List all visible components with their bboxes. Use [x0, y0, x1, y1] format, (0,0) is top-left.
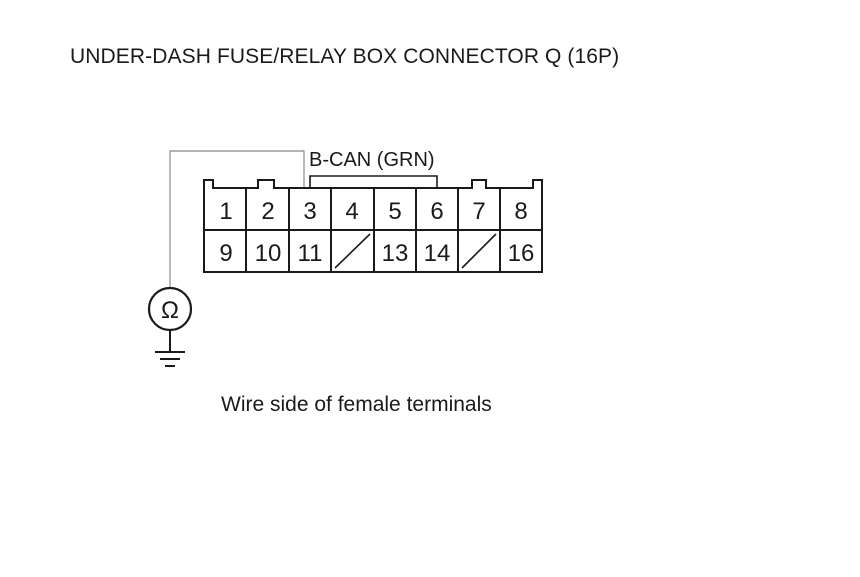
- terminal-8: 8: [514, 198, 527, 225]
- terminal-7: 7: [472, 198, 485, 225]
- empty-cavity-15: [461, 233, 497, 269]
- terminal-2: 2: [261, 198, 274, 225]
- ohm-symbol: Ω: [161, 297, 179, 324]
- empty-cavity-12: [334, 233, 371, 269]
- terminal-6: 6: [430, 198, 443, 225]
- terminal-9: 9: [219, 240, 232, 267]
- wire-bracket: [309, 175, 438, 188]
- terminal-3: 3: [303, 198, 316, 225]
- terminal-5: 5: [388, 198, 401, 225]
- terminal-4: 4: [345, 198, 358, 225]
- cavity-dividers: [245, 188, 501, 272]
- terminal-14: 14: [424, 240, 451, 267]
- probe-lead: [169, 150, 305, 288]
- ohmmeter-icon: Ω: [147, 286, 193, 332]
- wire-label: B-CAN (GRN): [309, 149, 435, 171]
- diagram-title: UNDER-DASH FUSE/RELAY BOX CONNECTOR Q (1…: [70, 45, 620, 68]
- terminal-1: 1: [219, 198, 232, 225]
- ground-icon: [155, 330, 185, 367]
- diagram-caption: Wire side of female terminals: [221, 393, 492, 416]
- terminal-16: 16: [508, 240, 535, 267]
- terminal-10: 10: [255, 240, 282, 267]
- terminal-13: 13: [382, 240, 409, 267]
- terminal-11: 11: [298, 240, 323, 267]
- connector-housing: [203, 179, 543, 273]
